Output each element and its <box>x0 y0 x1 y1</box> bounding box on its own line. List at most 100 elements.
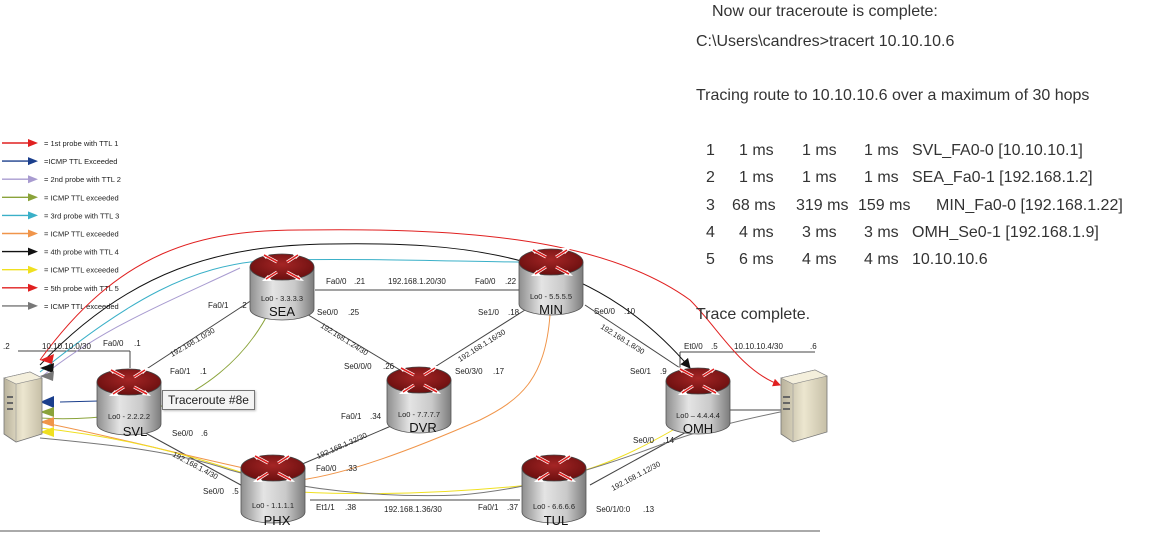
router-dvr: Lo0 - 7.7.7.7 DVR <box>386 364 452 435</box>
label-net-right: 10.10.10.4/30 <box>734 342 783 351</box>
hop-rtt-3: 1 ms <box>864 169 899 186</box>
hop-rtt-1: 6 ms <box>739 251 774 268</box>
label-svl-fa00-ip: .1 <box>134 339 141 348</box>
legend-label: = ICMP TTL exceeded <box>44 302 119 311</box>
router-sea-name: SEA <box>269 304 295 319</box>
router-svl: Lo0 - 2.2.2.2 SVL <box>96 366 162 439</box>
label-svl-fa00: Fa0/0 <box>103 339 124 348</box>
hop-rtt-3: 3 ms <box>864 224 899 241</box>
router-omh: Lo0 – 4.4.4.4 OMH <box>665 365 731 436</box>
legend-label: = 1st probe with TTL 1 <box>44 139 118 148</box>
link-min-dvr <box>429 309 526 371</box>
hop-rtt-2: 319 ms <box>796 197 849 214</box>
label-dvr-se000-ip: .26 <box>383 362 395 371</box>
hop-number: 1 <box>706 142 715 159</box>
hop-number: 2 <box>706 169 715 186</box>
hop-rtt-1: 1 ms <box>739 169 774 186</box>
legend-item: = ICMP TTL exceeded <box>2 301 119 311</box>
router-min-name: MIN <box>539 302 563 317</box>
traceroute-tooltip: Traceroute #8e <box>162 390 255 410</box>
probe-lavender-2 <box>39 267 241 379</box>
label-net-min-dvr: 192.168.1.16/30 <box>456 327 507 363</box>
label-omh-se00-ip: .14 <box>663 436 675 445</box>
label-min-se10-ip: .18 <box>508 308 520 317</box>
trace-header: Tracing route to 10.10.10.6 over a maxim… <box>696 87 1090 104</box>
label-omh-se01-ip: .9 <box>660 367 667 376</box>
label-tul-fa01-ip: .37 <box>507 503 519 512</box>
legend-swatch-arrow-icon <box>28 301 38 310</box>
hop-rtt-2: 3 ms <box>802 224 837 241</box>
legend-swatch-arrow-icon <box>28 247 38 256</box>
legend-label: = 5th probe with TTL 5 <box>44 284 119 293</box>
link-dvr-phx <box>299 419 406 466</box>
hop-rtt-1: 4 ms <box>739 224 774 241</box>
legend-item: = ICMP TTL exceeded <box>2 229 119 239</box>
label-dvr-fa01-ip: .34 <box>370 412 382 421</box>
router-tul: Lo0 - 6.6.6.6 TUL <box>521 452 587 528</box>
legend-swatch-arrow-icon <box>28 139 38 147</box>
hop-rtt-2: 1 ms <box>802 142 837 159</box>
label-sea-fa01-ip: .2 <box>240 301 247 310</box>
label-svl-se00: Se0/0 <box>172 429 193 438</box>
links <box>18 289 815 501</box>
hop-rtt-1: 1 ms <box>739 142 774 159</box>
link-svl-sea <box>144 299 253 371</box>
label-dvr-se030-ip: .17 <box>493 367 505 376</box>
hop-rtt-3: 1 ms <box>864 142 899 159</box>
label-sea-se00-ip: .25 <box>348 308 360 317</box>
hop-host: SEA_Fa0-1 [192.168.1.2] <box>912 169 1093 186</box>
legend-swatch-arrow-icon <box>28 211 38 220</box>
label-net-svl-phx: 192.168.1.4/30 <box>171 450 219 481</box>
label-net-sea-dvr: 192.168.1.24/30 <box>319 321 370 357</box>
router-dvr-name: DVR <box>409 420 436 435</box>
label-tul-fa01: Fa0/1 <box>478 503 499 512</box>
label-net-min-omh: 192.168.1.8/30 <box>599 322 646 356</box>
router-min: Lo0 - 5.5.5.5 MIN <box>518 246 584 317</box>
label-dvr-se030: Se0/3/0 <box>455 367 483 376</box>
probe-paths <box>39 229 791 497</box>
legend-item: = 3rd probe with TTL 3 <box>2 211 119 220</box>
label-net-sea-min: 192.168.1.20/30 <box>388 277 446 286</box>
label-min-fa00: Fa0/0 <box>475 277 496 286</box>
label-tul-se010-ip: .13 <box>643 505 655 514</box>
link-tul-omh <box>589 429 691 486</box>
legend-item: = ICMP TTL exceeded <box>2 193 119 202</box>
router-sea: Lo0 - 3.3.3.3 SEA <box>249 251 315 321</box>
hop-host: OMH_Se0-1 [192.168.1.9] <box>912 224 1099 241</box>
legend: = 1st probe with TTL 1 =ICMP TTL Exceeded… <box>2 139 121 311</box>
legend-label: = 3rd probe with TTL 3 <box>44 211 119 220</box>
label-tul-se010: Se0/1/0:0 <box>596 505 631 514</box>
link-sea-dvr <box>299 309 401 371</box>
legend-item: = 1st probe with TTL 1 <box>2 139 118 148</box>
label-min-se10: Se1/0 <box>478 308 499 317</box>
router-phx: Lo0 - 1.1.1.1 PHX <box>240 452 306 528</box>
trace-intro: Now our traceroute is complete: <box>712 3 938 20</box>
probe-gray-return <box>39 409 791 497</box>
legend-swatch-arrow-icon <box>28 157 38 166</box>
trace-command: C:\Users\candres>tracert 10.10.10.6 <box>696 33 955 50</box>
hop-number: 3 <box>706 197 715 214</box>
router-svl-loopback: Lo0 - 2.2.2.2 <box>108 412 150 421</box>
label-omh-se00: Se0/0 <box>633 436 654 445</box>
label-left-ip: .2 <box>3 342 10 351</box>
legend-swatch-arrow-icon <box>28 229 38 238</box>
label-phx-fa00-ip: .33 <box>346 464 358 473</box>
hop-host: MIN_Fa0-0 [192.168.1.22] <box>936 197 1123 214</box>
legend-item: = ICMP TTL exceeded <box>2 265 119 275</box>
label-right-ip: .6 <box>810 342 817 351</box>
hop-host: SVL_FA0-0 [10.10.10.1] <box>912 142 1083 159</box>
label-net-phx-tul: 192.168.1.36/30 <box>384 505 442 514</box>
label-phx-fa00: Fa0/0 <box>316 464 337 473</box>
router-omh-loopback: Lo0 – 4.4.4.4 <box>676 411 720 420</box>
router-sea-loopback: Lo0 - 3.3.3.3 <box>261 294 303 303</box>
legend-label: = ICMP TTL exceeded <box>44 230 119 239</box>
label-net-tul-omh: 192.168.1.12/30 <box>610 459 662 492</box>
hop-number: 5 <box>706 251 715 268</box>
label-phx-se00: Se0/0 <box>203 487 224 496</box>
return-arrowheads <box>40 354 54 437</box>
label-phx-et11-ip: .38 <box>345 503 357 512</box>
legend-label: =ICMP TTL Exceeded <box>44 157 117 166</box>
router-tul-name: TUL <box>544 513 569 528</box>
label-dvr-se000: Se0/0/0 <box>344 362 372 371</box>
